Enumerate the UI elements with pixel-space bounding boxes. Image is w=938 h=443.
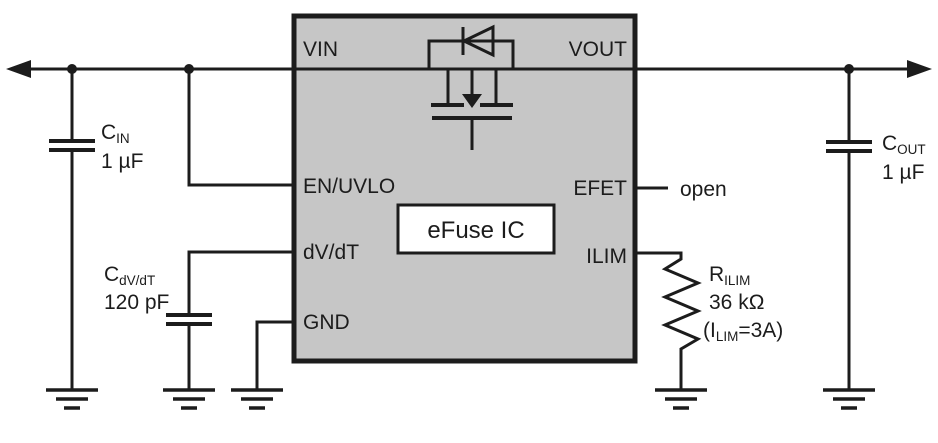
cout-value-label: 1 µF	[882, 161, 924, 184]
capacitor-cout	[826, 69, 872, 390]
pin-label-dvdt: dV/dT	[303, 241, 359, 264]
body-diode-symbol	[427, 24, 515, 69]
mosfet-symbol	[431, 69, 513, 150]
ground-symbol-cin	[44, 388, 100, 410]
cout-ref-label: COUT	[882, 132, 926, 157]
capacitor-cin	[49, 69, 95, 390]
wire-en-uvlo	[187, 69, 294, 187]
efuse-ic-body	[291, 13, 638, 364]
pin-label-vin: VIN	[303, 38, 338, 61]
pin-label-gnd: GND	[303, 311, 350, 334]
pin-label-efet: EFET	[573, 177, 627, 200]
pin-label-ilim: ILIM	[586, 245, 627, 268]
rilim-ref-label: RILIM	[709, 263, 750, 288]
cin-value-label: 1 µF	[101, 150, 143, 173]
rilim-note-label: (ILIM=3A)	[703, 319, 783, 344]
cin-ref-label: CIN	[101, 121, 130, 146]
ground-symbol-cout	[821, 388, 877, 410]
wire-gnd	[255, 320, 294, 390]
ground-symbol-rilim	[653, 388, 709, 410]
capacitor-cdvdt	[166, 250, 294, 390]
cdvdt-ref-label: CdV/dT	[104, 263, 155, 288]
efuse-ic-label-box	[396, 203, 556, 255]
pin-label-en-uvlo: EN/UVLO	[303, 175, 395, 198]
arrow-left-icon	[6, 60, 31, 78]
efuse-ic-label: eFuse IC	[427, 217, 524, 244]
rilim-value-label: 36 kΩ	[709, 291, 764, 314]
pin-label-vout: VOUT	[569, 38, 628, 61]
cdvdt-value-label: 120 pF	[104, 291, 169, 314]
efet-open-label: open	[680, 178, 727, 201]
resistor-rilim	[636, 251, 702, 390]
ground-symbol-cdvdt	[161, 388, 217, 410]
arrow-right-icon	[907, 60, 932, 78]
ground-symbol-gnd-pin	[229, 388, 285, 410]
